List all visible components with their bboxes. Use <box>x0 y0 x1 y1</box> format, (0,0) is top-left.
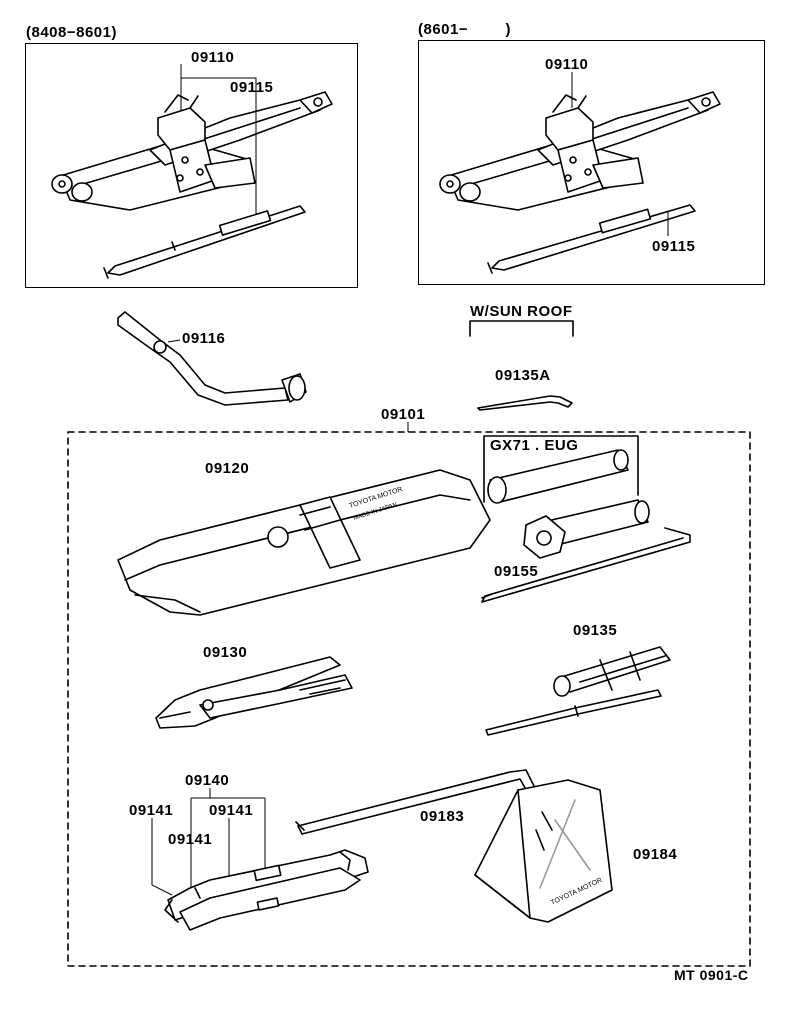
variant-label: GX71 . EUG <box>490 437 579 454</box>
part-label-screwdriver: 09135 <box>573 622 618 639</box>
part-label-wrench-c: 09141 <box>209 802 254 819</box>
part-label-wrench-set: 09140 <box>185 772 230 789</box>
pliers <box>155 656 353 729</box>
diagram-code: MT 0901-C <box>674 967 749 983</box>
wrench-handle <box>117 311 307 406</box>
wheel-nut-wrench <box>481 499 691 603</box>
sunroof-screwdriver <box>469 320 574 411</box>
part-label-hook: 09183 <box>420 808 465 825</box>
screwdriver <box>485 646 671 736</box>
late-range-label: (8601− ) <box>418 21 511 38</box>
part-label-tool-kit: 09101 <box>381 406 426 423</box>
part-label-wrench-b: 09141 <box>168 831 213 848</box>
jack-handle-early <box>103 205 306 279</box>
part-label-wheel-nut-wrench: 09155 <box>494 563 539 580</box>
tool-bag: TOYOTA MOTOR MADE IN JAPAN <box>117 469 491 616</box>
scissor-jack-early <box>51 64 333 215</box>
jack-handle-late <box>487 204 696 274</box>
part-label-handle-late: 09115 <box>652 238 696 255</box>
part-label-wrench-a: 09141 <box>129 802 174 819</box>
part-label-screwdriver-sunroof: 09135A <box>495 367 551 384</box>
part-label-jack-late: 09110 <box>545 56 589 73</box>
late-jack-panel <box>418 40 765 285</box>
early-jack-panel <box>25 43 358 288</box>
variant-box <box>483 435 639 504</box>
part-label-wrench-handle: 09116 <box>182 330 226 347</box>
part-label-chock: 09184 <box>633 846 678 863</box>
part-label-handle-early: 09115 <box>230 79 274 96</box>
part-label-tool-bag: 09120 <box>205 460 250 477</box>
sunroof-label: W/SUN ROOF <box>470 303 573 320</box>
early-range-label: (8408−8601) <box>26 24 117 41</box>
part-label-jack-early: 09110 <box>191 49 235 66</box>
scissor-jack-late <box>439 72 721 211</box>
part-label-pliers: 09130 <box>203 644 248 661</box>
wrench-set <box>151 788 369 931</box>
wheel-chock: TOYOTA MOTOR <box>474 779 613 923</box>
